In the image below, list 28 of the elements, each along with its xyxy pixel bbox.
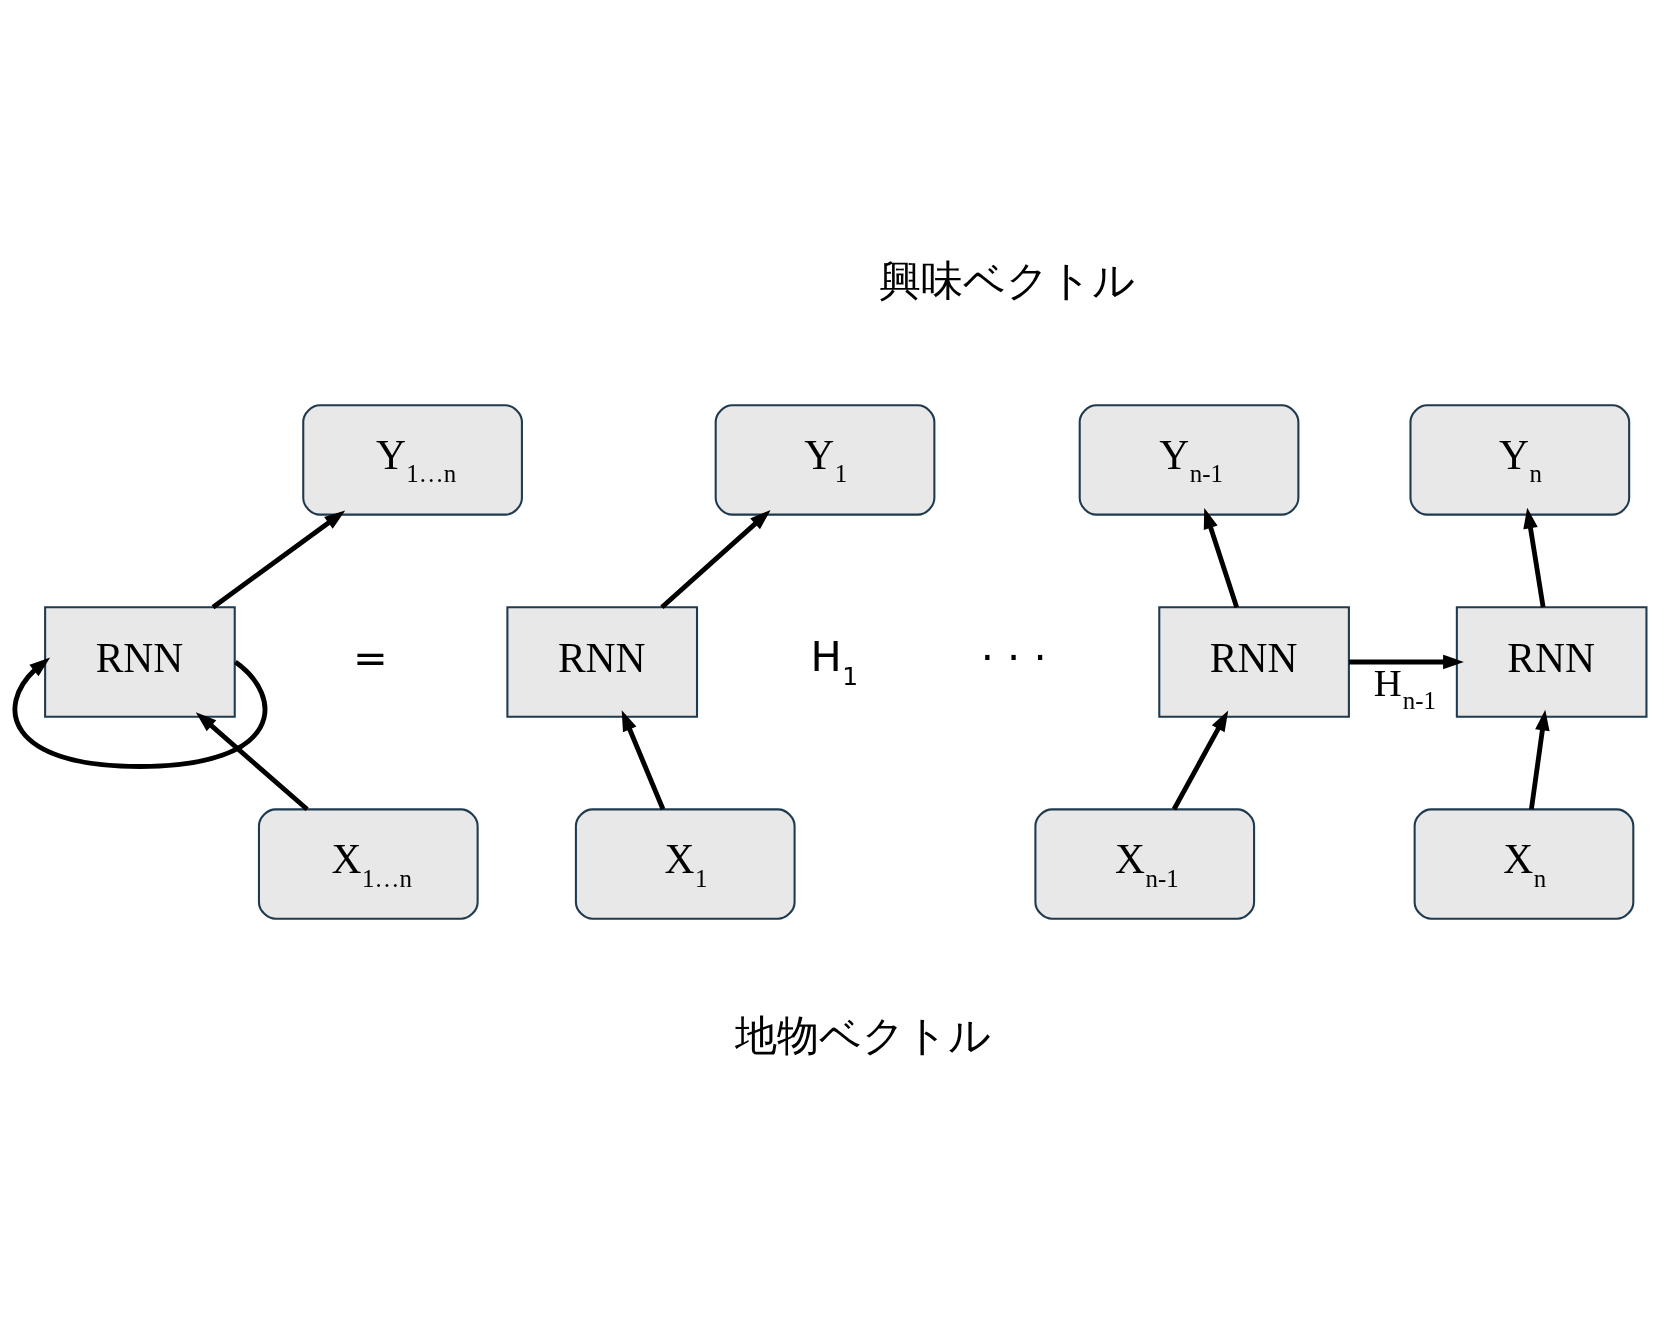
label: = [352, 633, 388, 683]
node-box: RNN [43, 606, 236, 718]
label: 興味ベクトル [878, 255, 1135, 305]
node-box: X$_{n-1}$ [1033, 808, 1255, 920]
node-box: Y$_{1}$ [714, 404, 935, 516]
arrow [12, 657, 267, 769]
label: H$_{1}$ [810, 632, 858, 692]
node-box: X$_{1}$ [574, 808, 796, 920]
node-box: RNN [1455, 606, 1647, 718]
arrow [195, 712, 309, 812]
arrow [1171, 710, 1228, 811]
node-box: X$_{1…n}$ [257, 808, 479, 920]
label: · · · [980, 633, 1047, 683]
arrow [621, 710, 665, 811]
edge-label: H$_{n-1}$ [1373, 660, 1436, 715]
node-box: RNN [1157, 606, 1350, 718]
node-box: RNN [505, 606, 698, 718]
arrow [1528, 709, 1550, 810]
arrow [1522, 507, 1546, 608]
node-box: X$_{n}$ [1413, 808, 1634, 920]
arrow [1203, 507, 1239, 608]
arrow [1348, 654, 1464, 670]
node-box: Y$_{1…n}$ [301, 404, 523, 516]
node-box: Y$_{n}$ [1408, 404, 1630, 516]
label: 地物ベクトル [734, 1011, 991, 1061]
arrow [211, 510, 345, 610]
node-box: Y$_{n-1}$ [1078, 404, 1299, 516]
arrow [659, 510, 771, 609]
